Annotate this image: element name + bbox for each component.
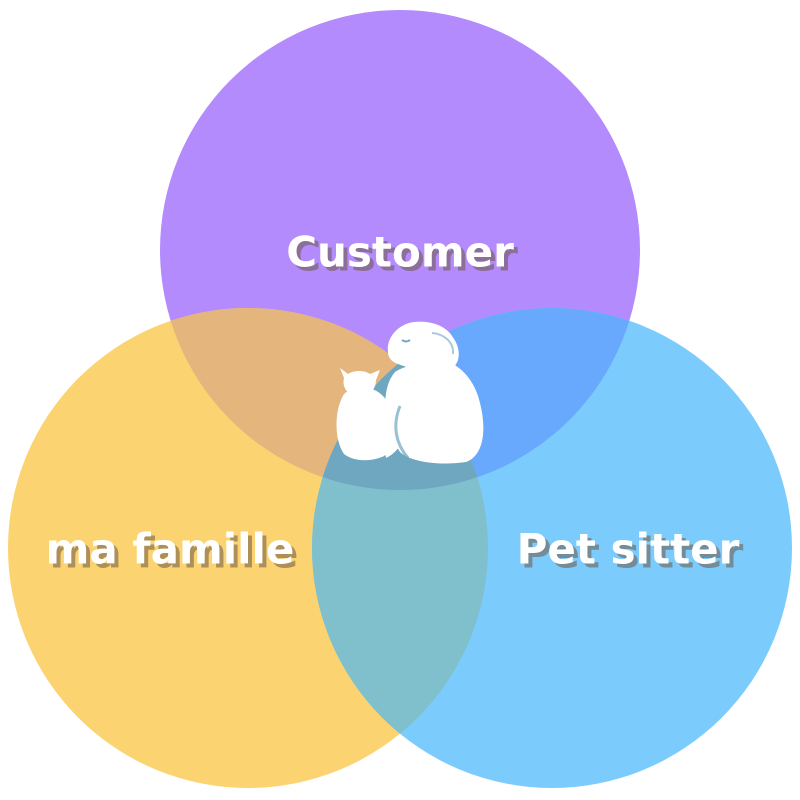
cat-body	[336, 388, 395, 461]
label-ma-famille-shadow: ma famille	[50, 529, 299, 578]
cat-and-dog-icon	[336, 321, 484, 464]
label-ma-famille-group: ma famille ma famille	[46, 525, 299, 578]
label-pet-sitter-shadow: Pet sitter	[521, 529, 744, 578]
label-pet-sitter-group: Pet sitter Pet sitter	[517, 525, 744, 578]
cat-head	[340, 368, 380, 397]
cat-tail	[384, 398, 408, 458]
label-pet-sitter: Pet sitter	[517, 525, 740, 574]
dog-body	[385, 360, 484, 464]
dog-ear	[430, 330, 457, 362]
label-ma-famille: ma famille	[46, 525, 295, 574]
label-customer-group: Customer Customer	[286, 228, 518, 281]
label-customer-shadow: Customer	[290, 232, 518, 281]
label-customer: Customer	[286, 228, 514, 277]
